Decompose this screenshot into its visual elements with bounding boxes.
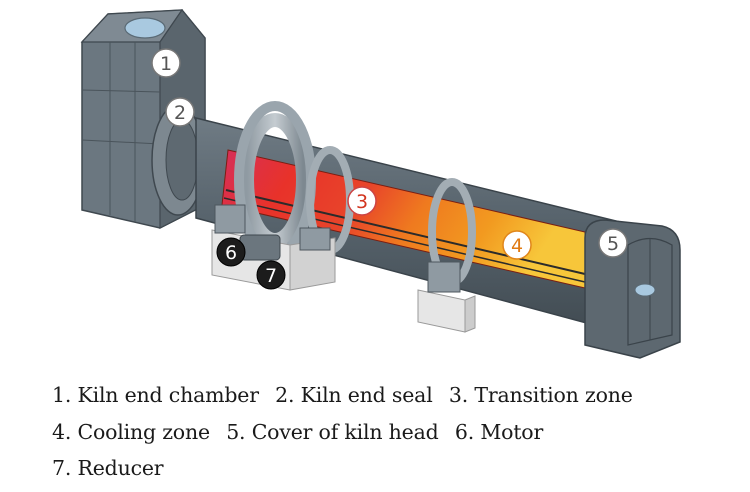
marker-5: 5 xyxy=(598,228,628,258)
kiln-diagram: 1 2 3 4 5 6 7 xyxy=(80,9,681,359)
legend-item-7: 7. Reducer xyxy=(52,456,164,480)
marker-4: 4 xyxy=(502,230,532,260)
legend-item-6: 6. Motor xyxy=(454,420,544,444)
legend-row-2: 4. Cooling zone 5. Cover of kiln head 6.… xyxy=(52,420,553,444)
marker-3: 3 xyxy=(347,186,377,216)
marker-7: 7 xyxy=(256,260,286,290)
marker-7-label: 7 xyxy=(265,265,277,287)
legend-item-3: 3. Transition zone xyxy=(448,383,633,407)
support-right xyxy=(417,261,476,333)
marker-5-label: 5 xyxy=(607,233,619,255)
marker-4-label: 4 xyxy=(511,235,523,257)
marker-6: 6 xyxy=(216,237,246,267)
legend-item-1: 1. Kiln end chamber xyxy=(52,383,259,407)
marker-2: 2 xyxy=(165,97,195,127)
legend-row-1: 1. Kiln end chamber 2. Kiln end seal 3. … xyxy=(52,383,643,407)
marker-2-label: 2 xyxy=(174,102,186,124)
legend-row-3: 7. Reducer xyxy=(52,456,173,480)
marker-1: 1 xyxy=(151,48,181,78)
legend-item-2: 2. Kiln end seal xyxy=(275,383,433,407)
motor-reducer xyxy=(239,234,281,261)
legend-item-4: 4. Cooling zone xyxy=(52,420,210,444)
marker-6-label: 6 xyxy=(225,242,237,264)
marker-3-label: 3 xyxy=(356,191,368,213)
marker-1-label: 1 xyxy=(160,53,172,75)
legend-item-5: 5. Cover of kiln head xyxy=(226,420,439,444)
